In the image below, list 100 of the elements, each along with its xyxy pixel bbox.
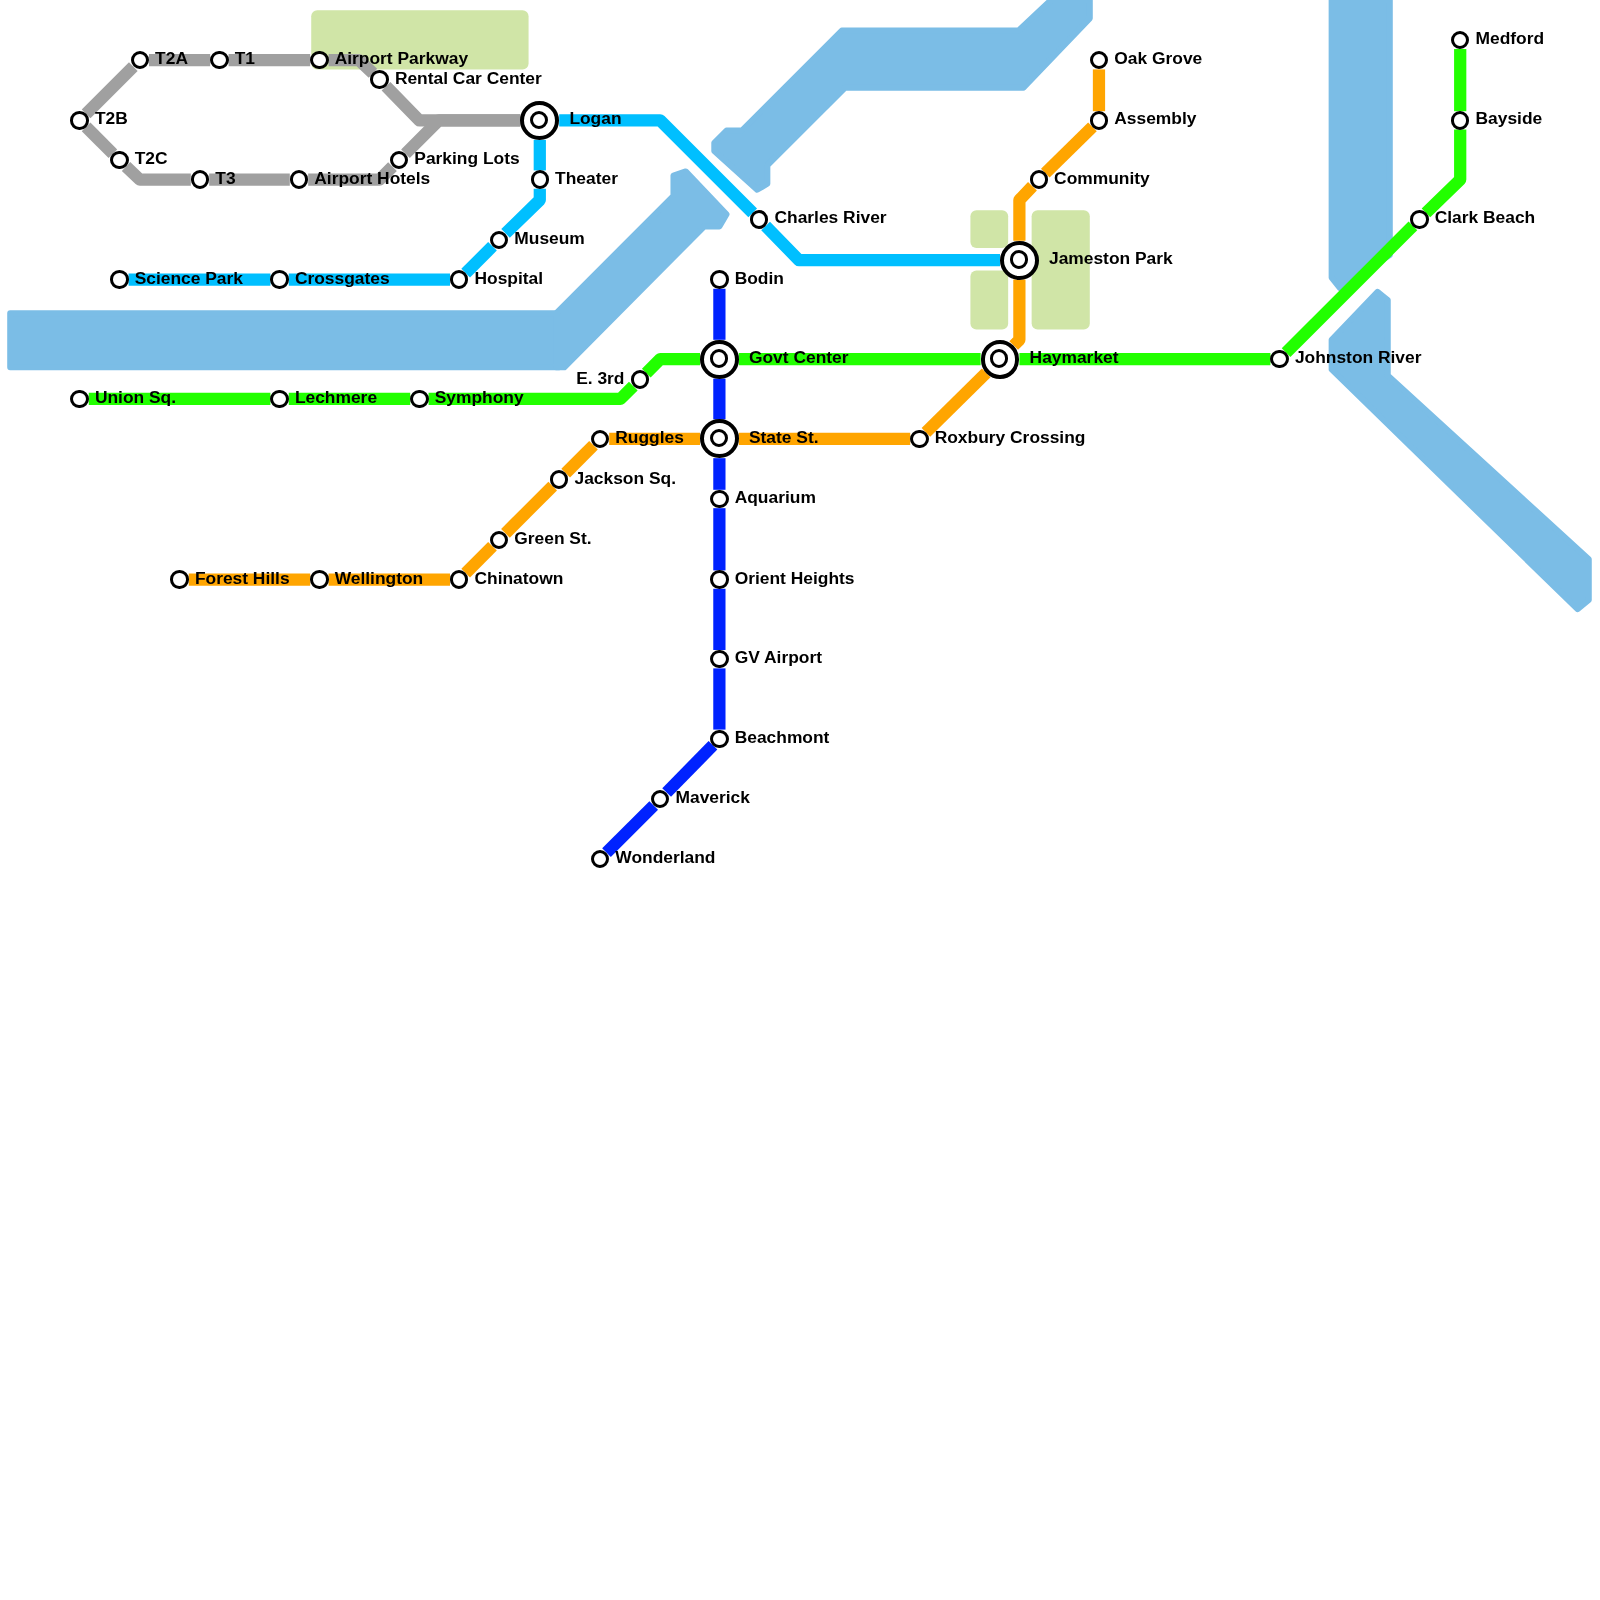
interchange-station: [520, 101, 560, 140]
rail-line: [713, 288, 726, 340]
station-marker: [750, 210, 769, 229]
station-marker: [110, 151, 129, 170]
station-label: Aquarium: [734, 486, 816, 507]
station-marker: [1451, 111, 1470, 130]
station-marker: [289, 170, 309, 189]
rail-line: [188, 573, 311, 586]
station-label: E. 3rd: [576, 367, 625, 388]
station-label: Crossgates: [294, 267, 390, 288]
station-label: Beachmont: [734, 726, 830, 747]
station-label: GV Airport: [734, 647, 822, 668]
rail-line: [1013, 182, 1037, 241]
rail-line: [428, 381, 638, 406]
station-marker: [310, 51, 329, 70]
station-marker: [1029, 170, 1048, 189]
station-marker: [710, 650, 729, 669]
station-marker: [1410, 210, 1429, 229]
station-label: Clark Beach: [1434, 207, 1536, 228]
rail-line: [81, 62, 138, 119]
station-label: Wellington: [334, 567, 424, 588]
station-label: Symphony: [434, 386, 524, 407]
station-label: Bodin: [734, 267, 784, 288]
station-marker: [110, 270, 129, 289]
station-marker: [710, 570, 729, 589]
station-marker: [410, 389, 429, 409]
station-label: Haymarket: [1029, 347, 1119, 368]
rail-line: [921, 368, 991, 437]
station-label: Museum: [514, 227, 585, 248]
station-marker: [389, 151, 409, 170]
station-label: Bayside: [1475, 108, 1543, 129]
station-label: T2B: [94, 108, 128, 129]
rail-line: [713, 508, 726, 571]
station-marker: [170, 570, 189, 589]
station-label: Green St.: [514, 527, 592, 548]
rail-line: [1092, 69, 1106, 112]
station-label: Orient Heights: [734, 567, 855, 588]
station-marker: [210, 51, 229, 70]
rail-line: [88, 392, 271, 406]
station-marker: [70, 111, 89, 130]
station-marker: [710, 729, 729, 748]
rail-line: [1019, 353, 1271, 366]
station-label: Lechmere: [294, 386, 378, 407]
rail-line: [461, 541, 497, 578]
station-label: Rental Car Center: [394, 67, 542, 88]
rail-line: [121, 162, 191, 186]
station-label: Chinatown: [474, 567, 564, 588]
station-label: Science Park: [134, 267, 243, 288]
interchange-station: [700, 339, 739, 379]
rail-line: [501, 188, 546, 238]
rail-line: [128, 273, 271, 286]
station-label: Hospital: [474, 267, 544, 288]
station-label: Forest Hills: [194, 567, 290, 588]
rail-line: [713, 668, 726, 730]
rail-line: [328, 54, 378, 78]
station-marker: [530, 170, 549, 189]
station-marker: [710, 270, 729, 289]
rail-line: [761, 221, 1000, 267]
station-label: Jameston Park: [1048, 248, 1173, 269]
station-marker: [190, 170, 210, 189]
station-label: Govt Center: [748, 347, 849, 368]
interchange-station: [700, 419, 739, 459]
station-label: T2C: [134, 148, 168, 169]
station-label: Oak Grove: [1114, 48, 1203, 69]
station-label: Airport Hotels: [314, 167, 431, 188]
station-marker: [651, 789, 670, 809]
station-label: T2A: [155, 48, 188, 69]
station-marker: [550, 470, 569, 489]
station-marker: [450, 270, 469, 289]
station-label: Logan: [569, 108, 622, 129]
station-label: Airport Parkway: [334, 48, 469, 69]
station-marker: [630, 370, 649, 389]
station-marker: [710, 489, 729, 509]
rail-line: [1454, 49, 1467, 112]
station-marker: [1270, 350, 1289, 369]
rail-line: [713, 588, 726, 650]
rail-line: [288, 392, 411, 406]
station-label: Wonderland: [615, 847, 716, 868]
station-label: Community: [1054, 167, 1150, 188]
station-label: T3: [215, 167, 236, 188]
rail-line: [738, 432, 911, 445]
rail-line: [662, 741, 718, 797]
station-label: Medford: [1475, 27, 1545, 48]
rail-line: [738, 353, 981, 366]
station-label: T1: [234, 48, 255, 69]
rail-line: [501, 481, 557, 538]
rail-line: [1281, 221, 1418, 357]
rail-line: [228, 54, 311, 67]
rail-line: [308, 162, 397, 186]
station-label: Assembly: [1114, 108, 1197, 129]
station-marker: [270, 389, 289, 409]
station-label: State St.: [748, 426, 819, 447]
rail-line: [713, 458, 726, 490]
station-marker: [450, 570, 469, 589]
rail-line: [713, 378, 726, 420]
rail-line: [288, 273, 450, 286]
station-marker: [1089, 51, 1109, 70]
station-marker: [590, 850, 610, 869]
station-label: Maverick: [675, 786, 750, 807]
rail-line: [1009, 279, 1026, 350]
